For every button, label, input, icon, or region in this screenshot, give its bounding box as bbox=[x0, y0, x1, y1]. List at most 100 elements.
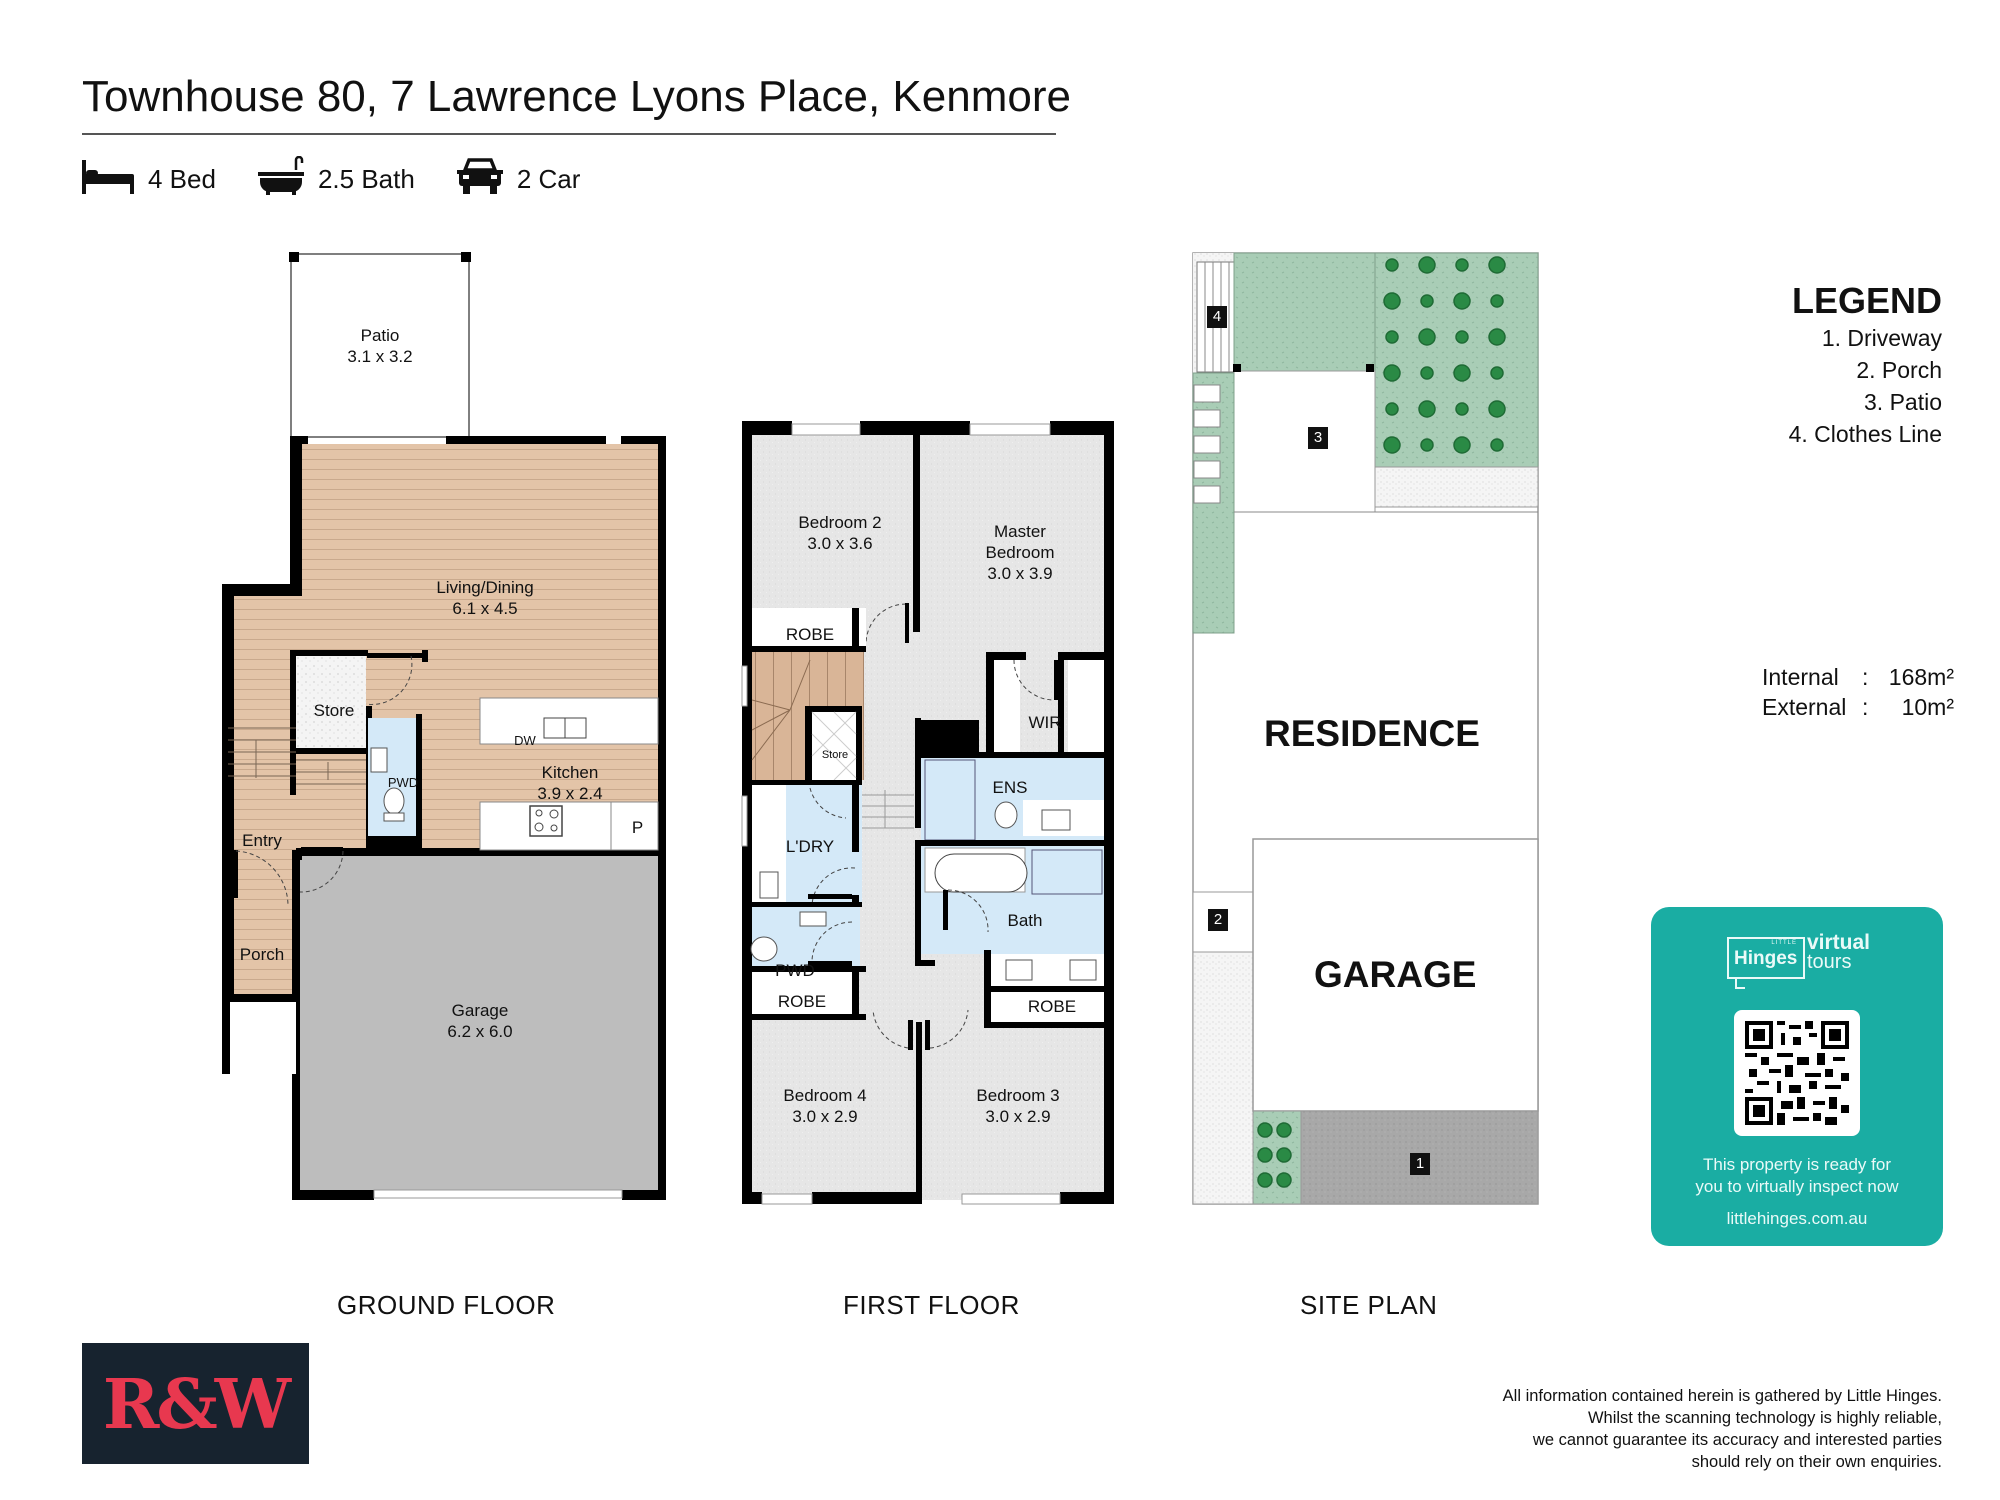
ground-floor-caption: GROUND FLOOR bbox=[337, 1290, 556, 1320]
room-wir: WIR bbox=[1020, 712, 1070, 733]
room-master-bedroom: Master Bedroom 3.0 x 3.9 bbox=[970, 521, 1070, 584]
bath-icon bbox=[257, 155, 318, 203]
feature-bath: 2.5 Bath bbox=[257, 155, 415, 203]
room-name: ROBE bbox=[1027, 997, 1077, 1016]
room-bedroom-2: Bedroom 2 3.0 x 3.6 bbox=[790, 512, 890, 554]
little-hinges-logo: LITTLE Hinges bbox=[1727, 937, 1805, 989]
vt-url-link[interactable]: littlehinges.com.au bbox=[1726, 1209, 1868, 1228]
room-name: ROBE bbox=[777, 992, 827, 1011]
logo-small-text: LITTLE bbox=[1771, 940, 1797, 946]
internal-area-row: Internal : 168m² bbox=[1762, 662, 1954, 692]
room-store: Store bbox=[304, 700, 364, 721]
room-bath: Bath bbox=[1000, 910, 1050, 931]
room-robe-bed2: ROBE bbox=[760, 624, 860, 645]
disclaimer-line: should rely on their own enquiries. bbox=[1691, 1453, 1942, 1471]
car-icon bbox=[456, 156, 517, 203]
speech-tail-icon bbox=[1735, 977, 1745, 989]
room-name: PWD bbox=[387, 775, 419, 790]
room-patio: Patio 3.1 x 3.2 bbox=[330, 325, 430, 367]
residence-label: RESIDENCE bbox=[1264, 713, 1480, 754]
room-name: PWD bbox=[775, 961, 815, 980]
room-name: Porch bbox=[239, 945, 285, 964]
garage-label: GARAGE bbox=[1314, 954, 1477, 995]
external-area-label: External bbox=[1762, 694, 1847, 720]
room-name: Store bbox=[313, 701, 355, 720]
feature-car: 2 Car bbox=[456, 156, 581, 203]
room-pwd-ff: PWD bbox=[770, 960, 820, 981]
badge-3: 3 bbox=[1308, 427, 1328, 449]
room-name: WIR bbox=[1028, 713, 1062, 732]
room-name: ROBE bbox=[785, 625, 835, 644]
room-name: Living/Dining bbox=[436, 578, 534, 597]
page-title: Townhouse 80, 7 Lawrence Lyons Place, Ke… bbox=[82, 72, 1071, 121]
room-robe-bed4: ROBE bbox=[752, 991, 852, 1012]
room-name: Patio bbox=[360, 326, 400, 345]
bed-count: 4 Bed bbox=[148, 164, 216, 194]
virtual-tour-card[interactable]: LITTLE Hinges virtual tours This bbox=[1651, 907, 1943, 1246]
room-name-line2: Bedroom bbox=[985, 543, 1055, 562]
legend-item-clothes-line: 4. Clothes Line bbox=[1788, 421, 1942, 447]
feature-summary: 4 Bed 2.5 Bath 2 Car bbox=[82, 155, 622, 203]
feature-bed: 4 Bed bbox=[82, 158, 216, 201]
vt-line-2: you to virtually inspect now bbox=[1695, 1177, 1899, 1196]
label-pantry: P bbox=[625, 817, 650, 838]
title-divider bbox=[82, 133, 1056, 135]
room-store-ff: Store bbox=[813, 745, 857, 766]
legend-item-patio: 3. Patio bbox=[1864, 389, 1942, 415]
separator: : bbox=[1862, 694, 1869, 720]
room-kitchen: Kitchen 3.9 x 2.4 bbox=[520, 762, 620, 804]
agency-logo: R&W bbox=[82, 1343, 309, 1464]
room-dims: 3.9 x 2.4 bbox=[537, 784, 603, 803]
room-name: Bath bbox=[1007, 911, 1043, 930]
legend-item-driveway: 1. Driveway bbox=[1821, 325, 1942, 351]
disclaimer-line: Whilst the scanning technology is highly… bbox=[1587, 1409, 1942, 1427]
room-bedroom-3: Bedroom 3 3.0 x 2.9 bbox=[968, 1085, 1068, 1127]
separator: : bbox=[1862, 664, 1869, 690]
virtual-word: virtual bbox=[1807, 931, 1871, 954]
qr-code[interactable] bbox=[1734, 1010, 1860, 1136]
room-dims: 3.0 x 2.9 bbox=[792, 1107, 858, 1126]
room-porch: Porch bbox=[232, 944, 292, 965]
room-name: Store bbox=[821, 749, 849, 761]
room-dims: 3.0 x 3.6 bbox=[807, 534, 873, 553]
room-bedroom-4: Bedroom 4 3.0 x 2.9 bbox=[775, 1085, 875, 1127]
disclaimer: All information contained herein is gath… bbox=[1503, 1385, 1942, 1473]
first-floor-caption: FIRST FLOOR bbox=[843, 1290, 1020, 1320]
label-dishwasher: DW bbox=[510, 730, 540, 751]
internal-area-label: Internal bbox=[1762, 664, 1839, 690]
room-name: Garage bbox=[451, 1001, 509, 1020]
qr-code-icon bbox=[1745, 1021, 1849, 1125]
room-robe-bed3: ROBE bbox=[1002, 996, 1102, 1017]
room-dims: 6.2 x 6.0 bbox=[447, 1022, 513, 1041]
bed-icon bbox=[82, 158, 148, 201]
legend-title: LEGEND bbox=[1791, 280, 1942, 321]
room-name: ENS bbox=[992, 778, 1028, 797]
external-area-row: External : 10m² bbox=[1762, 692, 1954, 722]
tours-word: tours bbox=[1807, 951, 1852, 973]
room-name: Bedroom 3 bbox=[976, 1086, 1060, 1105]
room-living-dining: Living/Dining 6.1 x 4.5 bbox=[420, 577, 550, 619]
car-count: 2 Car bbox=[516, 164, 581, 194]
legend-item-porch: 2. Porch bbox=[1856, 357, 1942, 383]
room-laundry: L'DRY bbox=[780, 836, 840, 857]
external-area-value: 10m² bbox=[1901, 694, 1954, 720]
area-summary: Internal : 168m² External : 10m² bbox=[1762, 662, 1954, 722]
room-ensuite: ENS bbox=[990, 777, 1030, 798]
first-floor-plan: Bedroom 2 3.0 x 3.6 Master Bedroom 3.0 x… bbox=[700, 0, 1160, 1340]
bath-count: 2.5 Bath bbox=[317, 164, 415, 194]
room-dims: 3.0 x 2.9 bbox=[985, 1107, 1051, 1126]
room-garage: Garage 6.2 x 6.0 bbox=[430, 1000, 530, 1042]
legend: LEGEND 1. Driveway 2. Porch 3. Patio 4. … bbox=[1789, 280, 1942, 450]
agency-logo-text: R&W bbox=[102, 1365, 291, 1445]
site-plan: 4 3 2 1 RESIDENCE GARAGE SITE PLAN bbox=[1180, 0, 1560, 1340]
room-dims: 3.1 x 3.2 bbox=[347, 347, 413, 366]
room-dims: 3.0 x 3.9 bbox=[987, 564, 1053, 583]
room-name: DW bbox=[514, 733, 536, 748]
room-name: Bedroom 4 bbox=[783, 1086, 867, 1105]
room-dims: 6.1 x 4.5 bbox=[452, 599, 518, 618]
room-name: Kitchen bbox=[541, 763, 599, 782]
room-name: Entry bbox=[242, 831, 282, 850]
disclaimer-line: All information contained herein is gath… bbox=[1502, 1387, 1942, 1405]
room-name: L'DRY bbox=[785, 837, 835, 856]
logo-brand: Hinges bbox=[1734, 948, 1798, 969]
